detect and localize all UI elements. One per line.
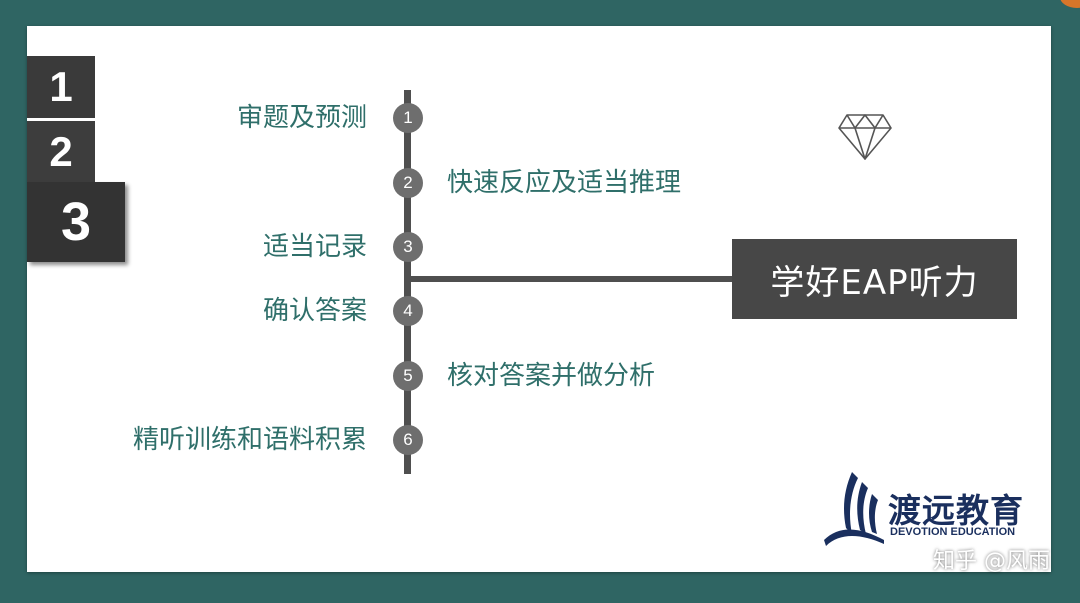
step-1-marker: 1 <box>393 103 423 133</box>
slide-canvas: 1 2 3 1 审题及预测 2 快速反应及适当推理 3 适当记录 4 确认答案 … <box>27 26 1051 572</box>
company-logo: 渡远教育 DEVOTION EDUCATION <box>822 464 1042 554</box>
corner-indicator <box>1060 0 1080 8</box>
step-5-label: 核对答案并做分析 <box>447 361 656 391</box>
step-3-label: 适当记录 <box>262 232 367 262</box>
timeline-branch-line <box>411 276 735 282</box>
book-logo-icon <box>824 472 884 546</box>
step-4-marker: 4 <box>393 296 423 326</box>
slide-title: 学好EAP听力 <box>732 239 1017 319</box>
number-block-2: 2 <box>27 121 95 183</box>
logo-english-name: DEVOTION EDUCATION <box>890 526 1016 538</box>
number-block-3: 3 <box>27 182 125 262</box>
step-2-marker: 2 <box>393 168 423 198</box>
step-5-marker: 5 <box>393 361 423 391</box>
step-2-label: 快速反应及适当推理 <box>447 168 682 198</box>
step-6-marker: 6 <box>393 425 423 455</box>
logo-chinese-name: 渡远教育 <box>888 491 1024 530</box>
step-6-label: 精听训练和语料积累 <box>132 425 367 455</box>
timeline-line <box>404 90 411 474</box>
diamond-icon <box>838 114 892 160</box>
step-4-label: 确认答案 <box>262 296 367 326</box>
step-1-label: 审题及预测 <box>236 103 367 133</box>
number-block-1: 1 <box>27 56 95 118</box>
zhihu-watermark: 知乎 @风雨 <box>933 549 1050 574</box>
step-3-marker: 3 <box>393 232 423 262</box>
